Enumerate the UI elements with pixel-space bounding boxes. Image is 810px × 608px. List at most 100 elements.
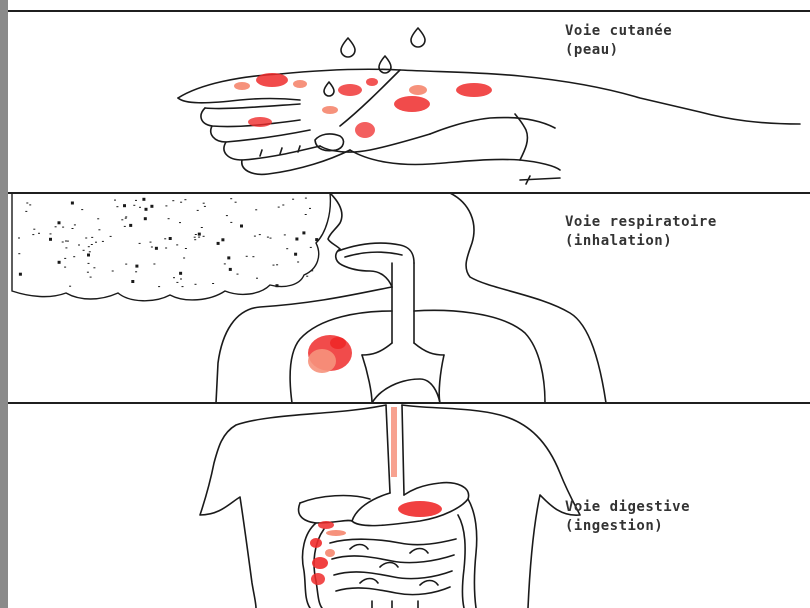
particle-dot xyxy=(18,253,20,254)
particle-dot xyxy=(62,227,64,228)
particle-dot xyxy=(144,217,147,220)
particle-dot xyxy=(179,222,181,223)
top-border xyxy=(8,10,810,12)
particle-dot xyxy=(176,244,178,245)
particle-dot xyxy=(131,280,134,283)
particle-dot xyxy=(87,254,90,257)
particle-dot xyxy=(90,277,92,278)
particle-dot xyxy=(217,242,220,245)
particle-dot xyxy=(145,208,148,211)
label-respiratory-subtitle: (inhalation) xyxy=(565,233,672,249)
particle-dot xyxy=(270,238,272,239)
particle-dot xyxy=(124,226,126,227)
particle-dot xyxy=(165,248,167,249)
esophagus xyxy=(386,405,390,493)
particle-dot xyxy=(183,258,185,259)
particle-dot xyxy=(139,207,141,208)
particle-dot xyxy=(125,218,127,219)
particle-dot xyxy=(29,204,31,205)
particle-dot xyxy=(195,284,197,285)
particle-dot xyxy=(85,238,87,239)
particle-dot xyxy=(64,267,66,268)
particle-dot xyxy=(135,271,137,272)
particle-dot xyxy=(203,203,205,204)
particle-dot xyxy=(229,268,232,271)
panel-respiratory: Voie respiratoire (inhalation) xyxy=(0,193,810,403)
particle-dot xyxy=(129,224,132,227)
particle-dot xyxy=(255,209,257,210)
particle-dot xyxy=(198,233,201,236)
particle-dot xyxy=(97,218,99,219)
particle-dot xyxy=(150,242,152,243)
particle-dot xyxy=(32,234,34,235)
particle-dot xyxy=(203,236,205,237)
particle-dot xyxy=(297,262,299,263)
particle-dot xyxy=(240,225,243,228)
particle-dot xyxy=(235,202,237,203)
particle-dot xyxy=(194,237,196,238)
particle-dot xyxy=(278,207,280,208)
particle-dot xyxy=(302,231,305,234)
particle-dot xyxy=(180,279,182,280)
particle-dot xyxy=(142,198,145,201)
panel-divider xyxy=(8,402,810,404)
particle-dot xyxy=(110,236,112,237)
particle-dot xyxy=(71,202,74,205)
particle-dot xyxy=(246,256,248,257)
particle-dot xyxy=(58,221,61,224)
particle-dot xyxy=(58,261,61,264)
particle-dot xyxy=(168,218,170,219)
particle-dot xyxy=(64,258,66,259)
particle-dot xyxy=(81,209,83,210)
particle-dot xyxy=(284,234,286,235)
particle-dot xyxy=(276,264,278,265)
particle-dot xyxy=(158,286,160,287)
particle-dot xyxy=(38,233,40,234)
particle-dot xyxy=(33,229,35,230)
particle-dot xyxy=(125,216,127,217)
label-respiratory-title: Voie respiratoire xyxy=(565,214,717,230)
particle-dot xyxy=(18,238,20,239)
particle-dot xyxy=(26,203,28,204)
particle-dot xyxy=(135,200,137,201)
particle-dot xyxy=(305,198,307,199)
lung-contamination xyxy=(308,335,352,373)
particle-dot xyxy=(74,224,76,225)
particle-dot xyxy=(230,198,232,199)
droplet xyxy=(379,56,391,73)
droplet xyxy=(341,38,355,57)
particle-dot xyxy=(267,237,269,238)
particle-dot xyxy=(114,200,116,201)
particle-dot xyxy=(73,256,75,257)
label-skin-route: Voie cutanée (peau) xyxy=(565,22,672,60)
panel-digestive: Voie digestive (ingestion) xyxy=(0,403,810,608)
droplet xyxy=(411,28,425,47)
particle-dot xyxy=(306,276,308,277)
particle-dot xyxy=(310,247,312,248)
particle-dot xyxy=(201,227,203,228)
label-skin-title: Voie cutanée xyxy=(565,23,672,39)
particle-dot xyxy=(55,226,57,227)
panel-skin: Voie cutanée (peau) xyxy=(0,0,810,193)
particle-dot xyxy=(102,241,104,242)
particle-dot xyxy=(93,267,95,268)
particle-dot xyxy=(212,283,214,284)
hand-illustration xyxy=(0,0,810,193)
particle-dot xyxy=(254,236,256,237)
particle-dot xyxy=(282,205,284,206)
particle-dot xyxy=(78,245,80,246)
particle-dot xyxy=(227,256,230,259)
particle-dot xyxy=(221,238,224,241)
particle-dot xyxy=(121,219,123,220)
particle-dot xyxy=(194,239,196,240)
particle-dot xyxy=(95,242,97,243)
particle-dot xyxy=(259,234,261,235)
particle-dot xyxy=(184,199,186,200)
particle-dot xyxy=(311,270,313,271)
particle-dot xyxy=(88,263,90,264)
particle-dot xyxy=(294,253,297,256)
particle-dot xyxy=(286,248,288,249)
particle-dot xyxy=(67,241,69,242)
particle-dot xyxy=(195,234,197,235)
particle-dot xyxy=(197,210,199,211)
